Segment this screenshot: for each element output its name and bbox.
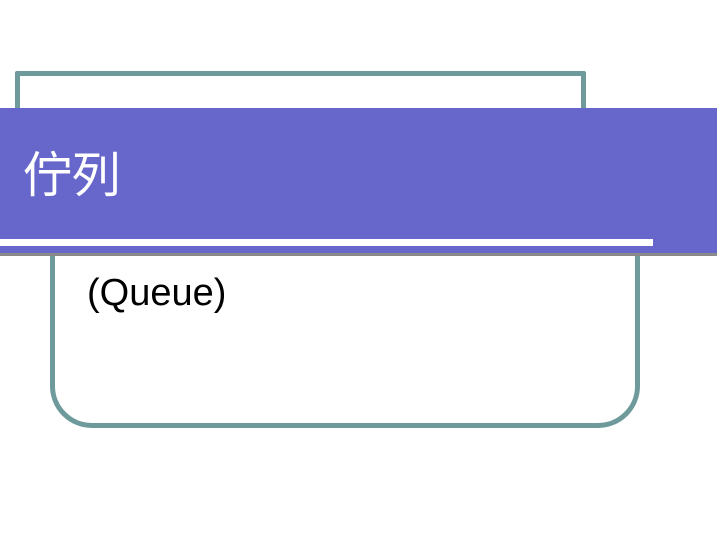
banner-accent-line <box>0 239 653 246</box>
slide-subtitle: (Queue) <box>87 272 227 314</box>
slide-title: 佇列 <box>23 148 122 203</box>
title-banner: 佇列 <box>0 108 717 253</box>
